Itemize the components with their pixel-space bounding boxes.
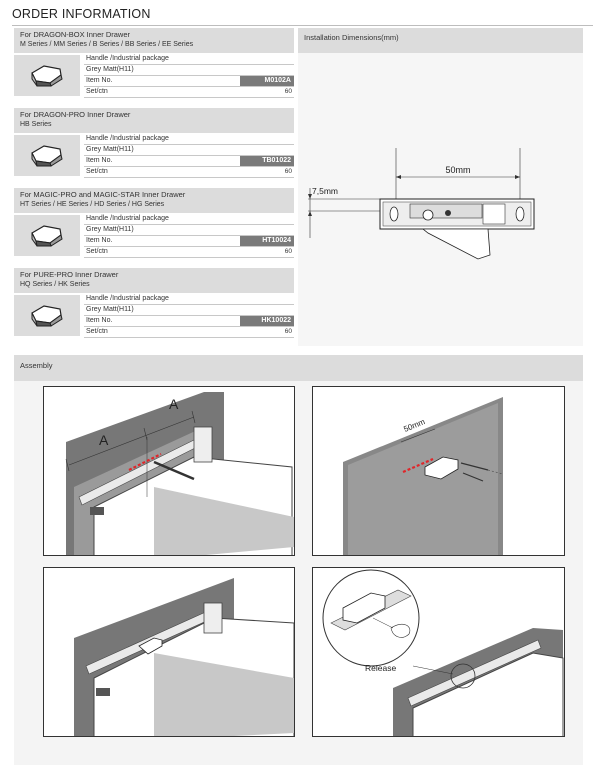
page-title: ORDER INFORMATION xyxy=(12,7,151,21)
item-number-row: Item No.TB01022 xyxy=(84,156,294,167)
item-number-row: Item No.M0102A xyxy=(84,76,294,87)
item-number-row: Item No.HK10022 xyxy=(84,316,294,327)
product-header: For PURE-PRO Inner Drawer HQ Series / HK… xyxy=(14,268,294,293)
package-row: Handle /Industrial package xyxy=(84,134,294,145)
color-row: Grey Matt(H11) xyxy=(84,305,294,316)
color-row: Grey Matt(H11) xyxy=(84,225,294,236)
product-spec-table: Handle /Industrial package Grey Matt(H11… xyxy=(84,54,294,98)
item-number-badge: TB01022 xyxy=(240,156,294,166)
distance-a-label: A xyxy=(169,396,179,412)
product-list: For DRAGON-BOX Inner Drawer M Series / M… xyxy=(14,28,294,348)
release-label: Release xyxy=(365,663,396,673)
assembly-step-1: A A xyxy=(43,386,295,556)
product-header: For DRAGON-BOX Inner Drawer M Series / M… xyxy=(14,28,294,53)
assembly-title: Assembly xyxy=(14,355,583,381)
product-title: For DRAGON-PRO Inner Drawer xyxy=(20,110,131,119)
item-number-badge: HT10024 xyxy=(240,236,294,246)
product-header: For MAGIC-PRO and MAGIC-STAR Inner Drawe… xyxy=(14,188,294,213)
product-spec-table: Handle /Industrial package Grey Matt(H11… xyxy=(84,214,294,258)
width-dimension-label: 50mm xyxy=(445,165,470,175)
product-series: HB Series xyxy=(20,121,52,128)
product-card: For DRAGON-BOX Inner Drawer M Series / M… xyxy=(14,28,294,108)
handle-product-image xyxy=(14,55,80,96)
installation-drawing: 50mm 7,5mm xyxy=(308,148,535,260)
package-row: Handle /Industrial package xyxy=(84,214,294,225)
handle-cross-section xyxy=(379,198,535,260)
product-title: For MAGIC-PRO and MAGIC-STAR Inner Drawe… xyxy=(20,190,186,199)
assembly-step-4: Release xyxy=(312,567,565,737)
handle-product-image xyxy=(14,215,80,256)
item-number-badge: M0102A xyxy=(240,76,294,86)
color-row: Grey Matt(H11) xyxy=(84,145,294,156)
package-row: Handle /Industrial package xyxy=(84,294,294,305)
product-card: For MAGIC-PRO and MAGIC-STAR Inner Drawe… xyxy=(14,188,294,268)
product-series: M Series / MM Series / B Series / BB Ser… xyxy=(20,41,194,48)
item-number-badge: HK10022 xyxy=(240,316,294,326)
installation-dimensions-panel: Installation Dimensions(mm) 50mm 7,5mm xyxy=(298,28,583,346)
assembly-step-3 xyxy=(43,567,295,737)
package-row: Handle /Industrial package xyxy=(84,54,294,65)
product-title: For DRAGON-BOX Inner Drawer xyxy=(20,30,131,39)
installation-title: Installation Dimensions(mm) xyxy=(298,28,583,53)
product-card: For DRAGON-PRO Inner Drawer HB Series Ha… xyxy=(14,108,294,188)
product-spec-table: Handle /Industrial package Grey Matt(H11… xyxy=(84,134,294,178)
product-card: For PURE-PRO Inner Drawer HQ Series / HK… xyxy=(14,268,294,348)
title-divider xyxy=(12,25,593,26)
product-series: HT Series / HE Series / HD Series / HG S… xyxy=(20,201,165,208)
distance-a-label: A xyxy=(99,432,109,448)
product-header: For DRAGON-PRO Inner Drawer HB Series xyxy=(14,108,294,133)
handle-product-image xyxy=(14,135,80,176)
item-number-row: Item No.HT10024 xyxy=(84,236,294,247)
color-row: Grey Matt(H11) xyxy=(84,65,294,76)
handle-product-image xyxy=(14,295,80,336)
product-spec-table: Handle /Industrial package Grey Matt(H11… xyxy=(84,294,294,338)
height-dimension-label: 7,5mm xyxy=(312,186,338,196)
assembly-step-2: 50mm xyxy=(312,386,565,556)
product-series: HQ Series / HK Series xyxy=(20,281,90,288)
product-title: For PURE-PRO Inner Drawer xyxy=(20,270,119,279)
